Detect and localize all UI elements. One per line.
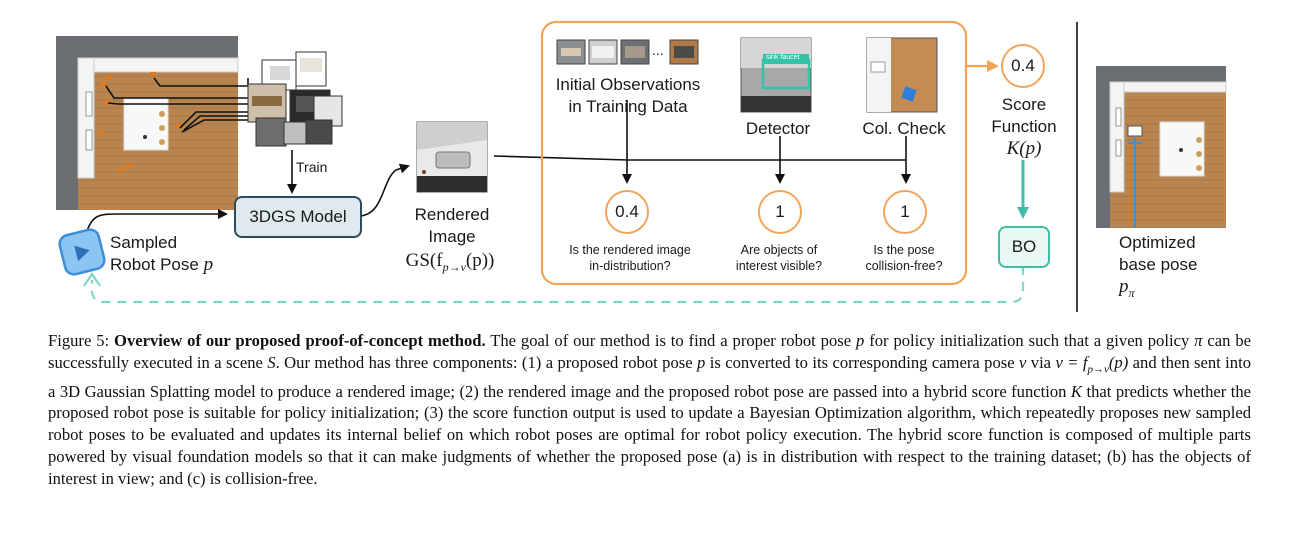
rendered-formula-end: (p)) <box>465 250 495 271</box>
caption-formula-sub: p→v <box>1087 363 1109 376</box>
q-in-dist-line1: Is the rendered image <box>569 243 691 257</box>
q-visible-line2: interest visible? <box>735 259 823 273</box>
caption-s8: that predicts whether the proposed robot… <box>48 381 1251 488</box>
rendered-formula-sub: p→v <box>442 259 466 274</box>
score-collision-value: 1 <box>900 202 910 221</box>
caption-var-k: K <box>1070 381 1082 401</box>
caption-var-p: p <box>856 331 865 350</box>
optimized-pose-label: Optimized base pose pπ <box>1119 232 1197 304</box>
score-collision-circle: 1 <box>883 190 927 234</box>
initial-observation-thumbnails <box>556 39 699 65</box>
score-fn-line1: Score <box>1001 95 1047 114</box>
q-collision-line1: Is the pose <box>873 243 935 257</box>
sampled-pose-line2: Robot Pose p <box>110 254 213 276</box>
bo-label: BO <box>1011 237 1037 256</box>
score-visible-value: 1 <box>775 202 785 221</box>
diagram-graphics <box>56 20 1227 312</box>
method-diagram: Train 3DGS Model Sampled Robot Pose p Re… <box>56 20 1227 312</box>
q-collision: Is the pose collision-free? <box>852 242 956 274</box>
kitchen-map-right <box>1096 66 1227 228</box>
optimized-line2: base pose <box>1119 255 1198 274</box>
detector-image <box>740 37 812 113</box>
q-in-dist: Is the rendered image in-distribution? <box>560 242 700 274</box>
score-in-dist-circle: 0.4 <box>605 190 649 234</box>
model-to-render-arrow <box>359 163 410 217</box>
caption-var-pi: π <box>1194 331 1203 350</box>
3dgs-model-label: 3DGS Model <box>249 207 347 226</box>
sampled-pose-var: p <box>203 254 214 275</box>
caption-s1: The goal of our method is to find a prop… <box>485 331 856 350</box>
bo-feedback-loop <box>90 266 1025 304</box>
collision-check-image <box>866 37 938 113</box>
caption-s7: and then sent into a 3D Gaussian Splatti… <box>48 352 1251 401</box>
caption-title: Overview of our proposed proof-of-concep… <box>114 331 486 350</box>
caption-var-p2: p <box>697 352 706 372</box>
caption-formula-end: (p) <box>1108 352 1129 372</box>
figure-caption: Figure 5: Overview of our proposed proof… <box>48 330 1251 489</box>
q-in-dist-line2: in-distribution? <box>589 259 671 273</box>
train-label: Train <box>296 159 328 175</box>
score-fn-line2: Function <box>991 117 1057 136</box>
caption-var-s: S <box>267 352 276 372</box>
score-in-dist-value: 0.4 <box>615 202 639 221</box>
score-function-label: Score Function K(p) <box>984 94 1064 160</box>
3dgs-model-box: 3DGS Model <box>234 196 362 238</box>
q-visible: Are objects of interest visible? <box>722 242 836 274</box>
rendered-line2: Image <box>428 227 476 246</box>
init-obs-line2: in Training Data <box>568 97 688 116</box>
caption-var-v: v <box>1018 352 1027 372</box>
sampled-pose-label: Sampled Robot Pose p <box>110 232 213 276</box>
caption-prefix: Figure 5: <box>48 331 115 350</box>
caption-s5: is converted to its corresponding camera… <box>705 352 1019 372</box>
rendered-formula: GS(fp→v(p)) <box>392 250 508 278</box>
score-output-value: 0.4 <box>1011 56 1035 75</box>
rendered-image <box>416 121 488 193</box>
sampled-pose-text: Robot Pose <box>110 255 199 274</box>
initial-observations-label: Initial Observations in Training Data <box>544 74 712 118</box>
caption-s3: can be successfully executed in a scene <box>48 331 1251 372</box>
training-image-stack <box>247 51 343 147</box>
score-output-circle: 0.4 <box>1001 44 1045 88</box>
score-function-box <box>540 20 968 286</box>
detector-label: Detector <box>745 119 811 138</box>
caption-s4: . Our method has three components: (1) a… <box>275 352 698 372</box>
caption-s2: for policy initialization such that a gi… <box>864 331 1195 350</box>
bo-box: BO <box>998 226 1050 268</box>
optimized-var-p: p <box>1119 276 1129 297</box>
rendered-formula-start: GS(f <box>405 250 443 271</box>
q-visible-line1: Are objects of <box>740 243 818 257</box>
rendered-image-label: Rendered Image GS(fp→v(p)) <box>396 204 508 278</box>
score-visible-circle: 1 <box>758 190 802 234</box>
thumbnail-ellipsis: ... <box>652 42 664 58</box>
init-obs-line1: Initial Observations <box>555 75 701 94</box>
pose-to-model-arrow <box>85 209 228 235</box>
sampled-pose-line1: Sampled <box>110 233 178 252</box>
caption-s6: via <box>1026 352 1056 372</box>
q-collision-line2: collision-free? <box>865 259 943 273</box>
optimized-line1: Optimized <box>1119 233 1196 252</box>
colcheck-label: Col. Check <box>862 119 946 138</box>
feedback-arrowhead <box>83 272 101 287</box>
detector-tag: sink faucet <box>766 54 800 61</box>
rendered-line1: Rendered <box>414 205 490 224</box>
kitchen-map-left <box>56 36 262 210</box>
sampled-robot-pose-icon <box>58 228 106 276</box>
caption-formula: v = f <box>1055 352 1088 372</box>
optimized-var: pπ <box>1119 276 1197 304</box>
score-fn-formula: K(p) <box>1006 138 1042 159</box>
optimized-var-sub: π <box>1128 285 1135 300</box>
